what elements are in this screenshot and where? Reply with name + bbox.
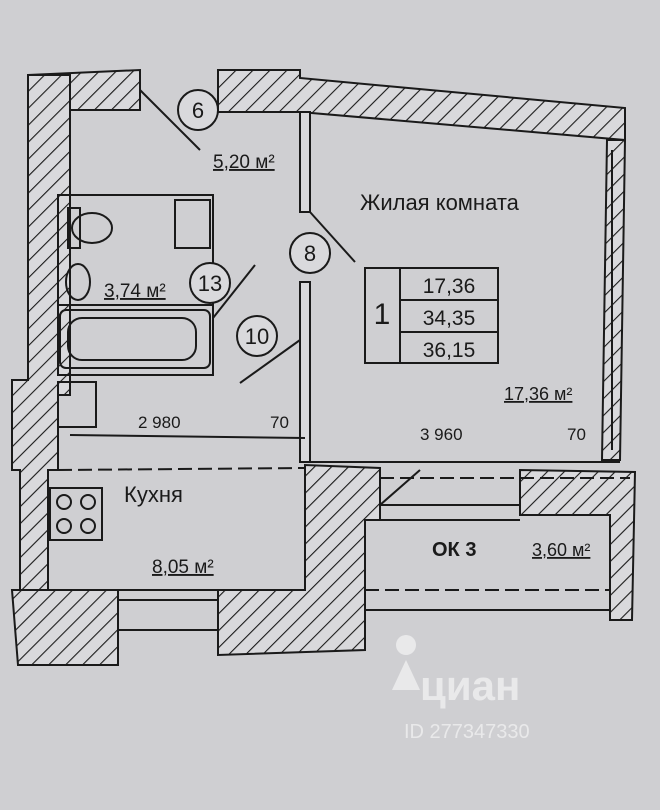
cian-watermark: циан ID 277347330	[392, 635, 530, 743]
doors	[139, 89, 421, 506]
room-8-circle	[289, 232, 331, 274]
room-13-circle	[189, 262, 231, 304]
watermark-brand: циан	[420, 662, 520, 709]
balcony-area: 3,60 м²	[532, 540, 590, 560]
bidet-icon	[65, 263, 91, 301]
dimension-right-wall: 70	[567, 425, 586, 444]
room-outlines	[57, 150, 630, 631]
toilet-icon	[71, 212, 113, 244]
bathtub-icon	[59, 309, 211, 369]
room-8-number: 8	[304, 241, 316, 266]
room-number-circles	[177, 89, 331, 357]
apartment-number: 1	[374, 298, 391, 331]
stove-icon	[49, 487, 103, 541]
total-with-balcony-value: 36,15	[423, 339, 476, 362]
room-6-number: 6	[192, 98, 204, 123]
living-area-value: 17,36	[423, 275, 476, 298]
room-10-circle	[236, 315, 278, 357]
dimension-right-width: 3 960	[420, 425, 463, 444]
area-summary-table	[364, 267, 499, 364]
bathroom-fixtures	[57, 199, 211, 428]
map-pin-icon	[392, 635, 420, 690]
room-13-number: 13	[198, 271, 222, 296]
walls	[10, 68, 637, 666]
living-room-name: Жилая комната	[360, 190, 520, 215]
bathroom-area: 3,74 м²	[104, 281, 166, 302]
kitchen-name: Кухня	[124, 482, 183, 507]
watermark-id: ID 277347330	[404, 721, 530, 743]
kitchen-area: 8,05 м²	[152, 557, 214, 578]
room-6-circle	[177, 89, 219, 131]
total-area-value: 34,35	[423, 307, 476, 330]
dimension-left-width: 2 980	[138, 413, 181, 432]
room-10-number: 10	[245, 324, 269, 349]
dimension-left-wall: 70	[270, 413, 289, 432]
washbasin-icon	[174, 199, 211, 249]
sink-icon	[57, 381, 97, 428]
hall-area: 5,20 м²	[213, 152, 275, 173]
living-room-area: 17,36 м²	[504, 384, 572, 404]
balcony-name: ОК 3	[432, 539, 476, 561]
